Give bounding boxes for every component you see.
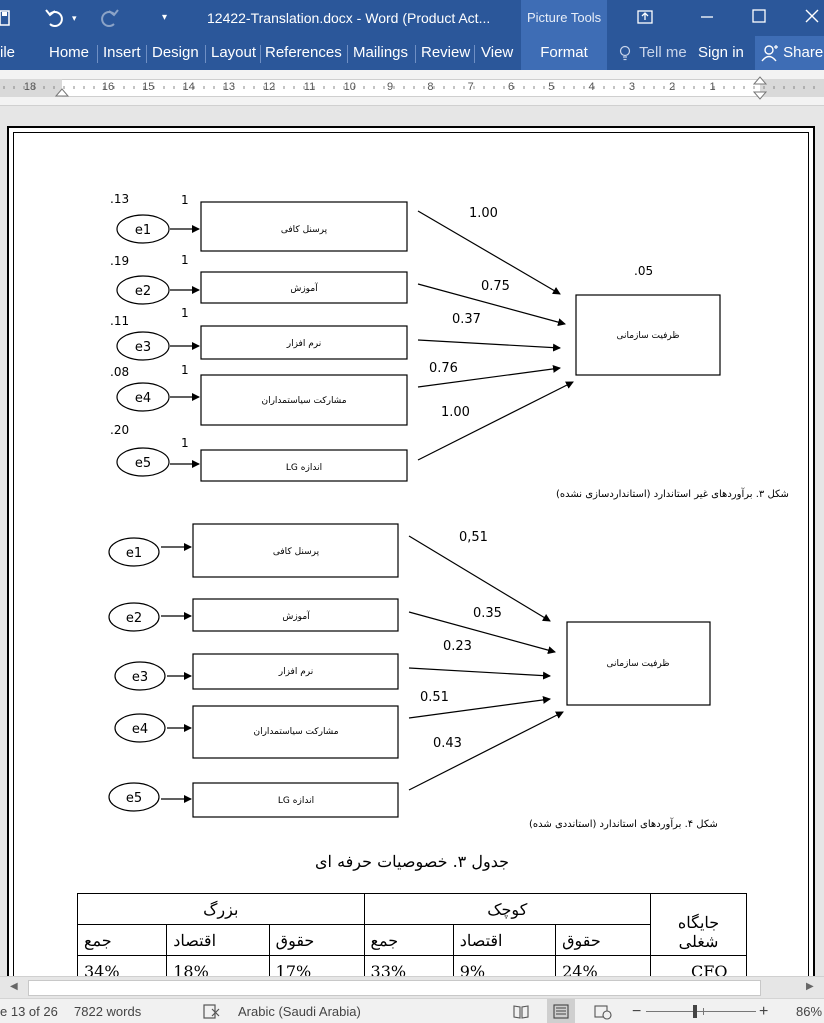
ruler-label: 5 [548,81,555,93]
table-row: CFO 24% 9% 33% 17% 18% 34% [76,955,747,976]
save-icon[interactable] [0,0,14,36]
table-row: جایگاه شغلی کوچک بزرگ [77,893,747,956]
redo-icon[interactable] [100,0,122,36]
tell-me-label: Tell me [639,44,687,61]
ruler-label: 13 [222,81,236,93]
tab-references[interactable]: References [265,44,342,61]
ruler-label: 7 [467,81,474,93]
ruler-label: 14 [182,81,195,93]
picture-tools-label: Picture Tools [527,10,602,25]
print-layout-icon[interactable] [547,999,575,1023]
table-cell-label: CFO [650,955,747,976]
scroll-right-icon[interactable]: ▶ [806,981,814,992]
professional-characteristics-table: جایگاه شغلی کوچک بزرگ حقوق اقتصاد جمع حق… [76,893,747,976]
customize-qat-icon[interactable]: ▾ [162,12,168,23]
table-group-small: کوچک [363,893,652,925]
document-page[interactable] [7,126,815,976]
table-subheader: جمع [76,924,168,956]
table-cell: 24% [555,955,651,976]
zoom-slider-thumb[interactable] [693,1005,697,1018]
ruler-label: 4 [588,81,595,93]
ruler-label: 11 [303,81,316,93]
table-group-large: بزرگ [77,893,365,925]
minimize-icon[interactable] [700,0,714,36]
tab-layout[interactable]: Layout [211,44,257,61]
tell-me-box[interactable]: Tell me [619,36,687,70]
ruler-label: 1 [709,81,716,93]
word-count[interactable]: 7822 words [74,1004,142,1019]
ruler-label: 2 [669,81,676,93]
ruler-label: 18 [23,81,37,93]
ruler-label: 12 [263,81,276,93]
page-indicator[interactable]: e 13 of 26 [0,1004,58,1019]
tab-mailings[interactable]: Mailings [353,44,409,61]
maximize-icon[interactable] [752,0,766,36]
ruler-label: 3 [628,81,635,93]
document-area[interactable] [0,106,824,976]
document-title: 12422-Translation.docx - Word (Product A… [207,10,491,26]
language-indicator[interactable]: Arabic (Saudi Arabia) [238,1004,361,1019]
table-cell: 33% [363,955,454,976]
undo-icon[interactable] [44,0,66,36]
sign-in-link[interactable]: Sign in [698,44,744,61]
read-mode-icon[interactable] [512,999,530,1023]
share-person-icon [761,36,779,70]
indent-marker-icon [54,88,70,97]
ruler-label: 16 [101,81,115,93]
ruler-label: 8 [427,81,434,93]
proofing-icon[interactable] [203,999,221,1023]
ribbon-display-icon[interactable] [637,0,653,36]
table-subheader: حقوق [268,924,365,956]
tab-format[interactable]: Format [521,36,607,70]
tab-design[interactable]: Design [152,44,199,61]
share-label: Share [783,44,824,61]
table-cell: 34% [76,955,168,976]
table-cell: 17% [268,955,365,976]
table-row: حقوق اقتصاد جمع حقوق اقتصاد جمع [76,924,747,956]
horizontal-ruler[interactable]: 18 16 15 14 13 12 11 10 9 8 7 6 5 4 3 2 1 [0,70,824,106]
zoom-level[interactable]: 86% [796,1004,823,1019]
zoom-out-icon[interactable]: − [632,1003,642,1020]
zoom-center-tick [703,1008,704,1015]
ruler-label: 10 [343,81,356,93]
table-subheader: جمع [363,924,454,956]
lightbulb-icon [619,36,631,70]
ruler-label: 15 [142,81,155,93]
table-subheader: اقتصاد [166,924,270,956]
table-row-header: جایگاه شغلی [650,893,747,956]
title-bar: ▾ ▾ 12422-Translation.docx - Word (Produ… [0,0,824,70]
page-border [13,132,809,976]
tab-insert[interactable]: Insert [103,44,141,61]
table-cell: 18% [166,955,270,976]
tab-home[interactable]: Home [49,44,90,61]
horizontal-scrollbar[interactable]: ◀ ▶ [0,976,824,998]
table-caption: جدول ۳. خصوصیات حرفه ای [315,852,509,871]
zoom-in-icon[interactable]: + [759,1003,769,1020]
ribbon-tabs: ile Home Insert Design Layout References… [0,36,824,70]
ruler-label: 9 [387,81,394,93]
zoom-slider[interactable] [646,1011,756,1012]
ruler-label: 6 [507,81,515,93]
right-indent-marker-icon [752,76,768,100]
tab-review[interactable]: Review [421,44,471,61]
tab-file[interactable]: ile [0,44,16,61]
scroll-thumb[interactable] [28,980,761,996]
tab-view[interactable]: View [481,44,514,61]
table-subheader: حقوق [555,924,651,956]
share-button[interactable]: Share [755,36,824,70]
undo-dropdown-icon[interactable]: ▾ [72,13,77,23]
status-bar: e 13 of 26 7822 words Arabic (Saudi Arab… [0,998,824,1023]
table-cell: 9% [452,955,557,976]
web-layout-icon[interactable] [594,999,612,1023]
close-icon[interactable] [804,0,820,36]
table-subheader: اقتصاد [452,924,557,956]
scroll-left-icon[interactable]: ◀ [10,981,18,992]
